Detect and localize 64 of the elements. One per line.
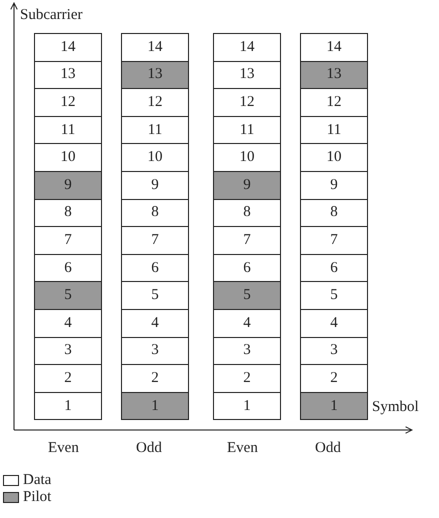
data-cell: 2	[121, 364, 189, 393]
data-cell: 13	[34, 60, 102, 90]
column-label: Odd	[315, 441, 341, 456]
column-label: Odd	[136, 441, 162, 456]
axis-label: Symbol	[372, 400, 419, 415]
data-cell: 5	[300, 281, 368, 310]
data-cell: 6	[300, 254, 368, 282]
data-cell: 6	[34, 254, 102, 282]
data-cell: 1	[213, 392, 281, 420]
data-cell: 12	[213, 88, 281, 117]
data-cell: 7	[300, 226, 368, 255]
data-cell: 10	[300, 143, 368, 172]
data-cell: 12	[121, 88, 189, 117]
data-cell: 7	[213, 226, 281, 255]
data-cell: 13	[213, 60, 281, 90]
data-cell: 14	[300, 33, 368, 62]
data-cell: 8	[34, 198, 102, 228]
data-cell: 4	[213, 309, 281, 338]
data-cell: 12	[300, 88, 368, 117]
pilot-cell: 1	[121, 392, 189, 420]
data-cell: 10	[213, 143, 281, 172]
data-cell: 4	[121, 309, 189, 338]
pilot-cell: 5	[34, 281, 102, 310]
data-cell: 6	[121, 254, 189, 282]
data-cell: 10	[34, 143, 102, 172]
data-cell: 11	[34, 116, 102, 144]
data-cell: 8	[300, 198, 368, 228]
data-cell: 2	[300, 364, 368, 393]
data-cell: 14	[121, 33, 189, 62]
data-cell: 8	[121, 198, 189, 228]
pilot-cell: 5	[213, 281, 281, 310]
data-cell: 5	[121, 281, 189, 310]
pilot-cell: 13	[121, 60, 189, 90]
column-label: Even	[48, 441, 79, 456]
pilot-cell: 13	[300, 60, 368, 90]
data-cell: 4	[300, 309, 368, 338]
data-cell: 7	[121, 226, 189, 255]
data-cell: 11	[300, 116, 368, 144]
data-cell: 8	[213, 198, 281, 228]
data-cell: 11	[213, 116, 281, 144]
data-cell: 4	[34, 309, 102, 338]
data-cell: 1	[34, 392, 102, 420]
legend-label: Data	[23, 473, 52, 488]
data-cell: 14	[34, 33, 102, 62]
data-cell: 3	[34, 336, 102, 366]
data-cell: 12	[34, 88, 102, 117]
data-cell: 6	[213, 254, 281, 282]
column-label: Even	[227, 441, 258, 456]
legend-label: Pilot	[23, 490, 52, 505]
data-cell: 9	[121, 171, 189, 200]
data-cell: 3	[300, 336, 368, 366]
axis-label: Subcarrier	[20, 8, 82, 23]
data-cell: 10	[121, 143, 189, 172]
data-cell: 14	[213, 33, 281, 62]
data-cell: 9	[300, 171, 368, 200]
pilot-cell: 1	[300, 392, 368, 420]
data-cell: 2	[34, 364, 102, 393]
pilot-cell: 9	[213, 171, 281, 200]
data-cell: 2	[213, 364, 281, 393]
data-cell: 3	[121, 336, 189, 366]
data-cell: 7	[34, 226, 102, 255]
pilot-cell: 9	[34, 171, 102, 200]
data-cell: 11	[121, 116, 189, 144]
data-cell: 3	[213, 336, 281, 366]
